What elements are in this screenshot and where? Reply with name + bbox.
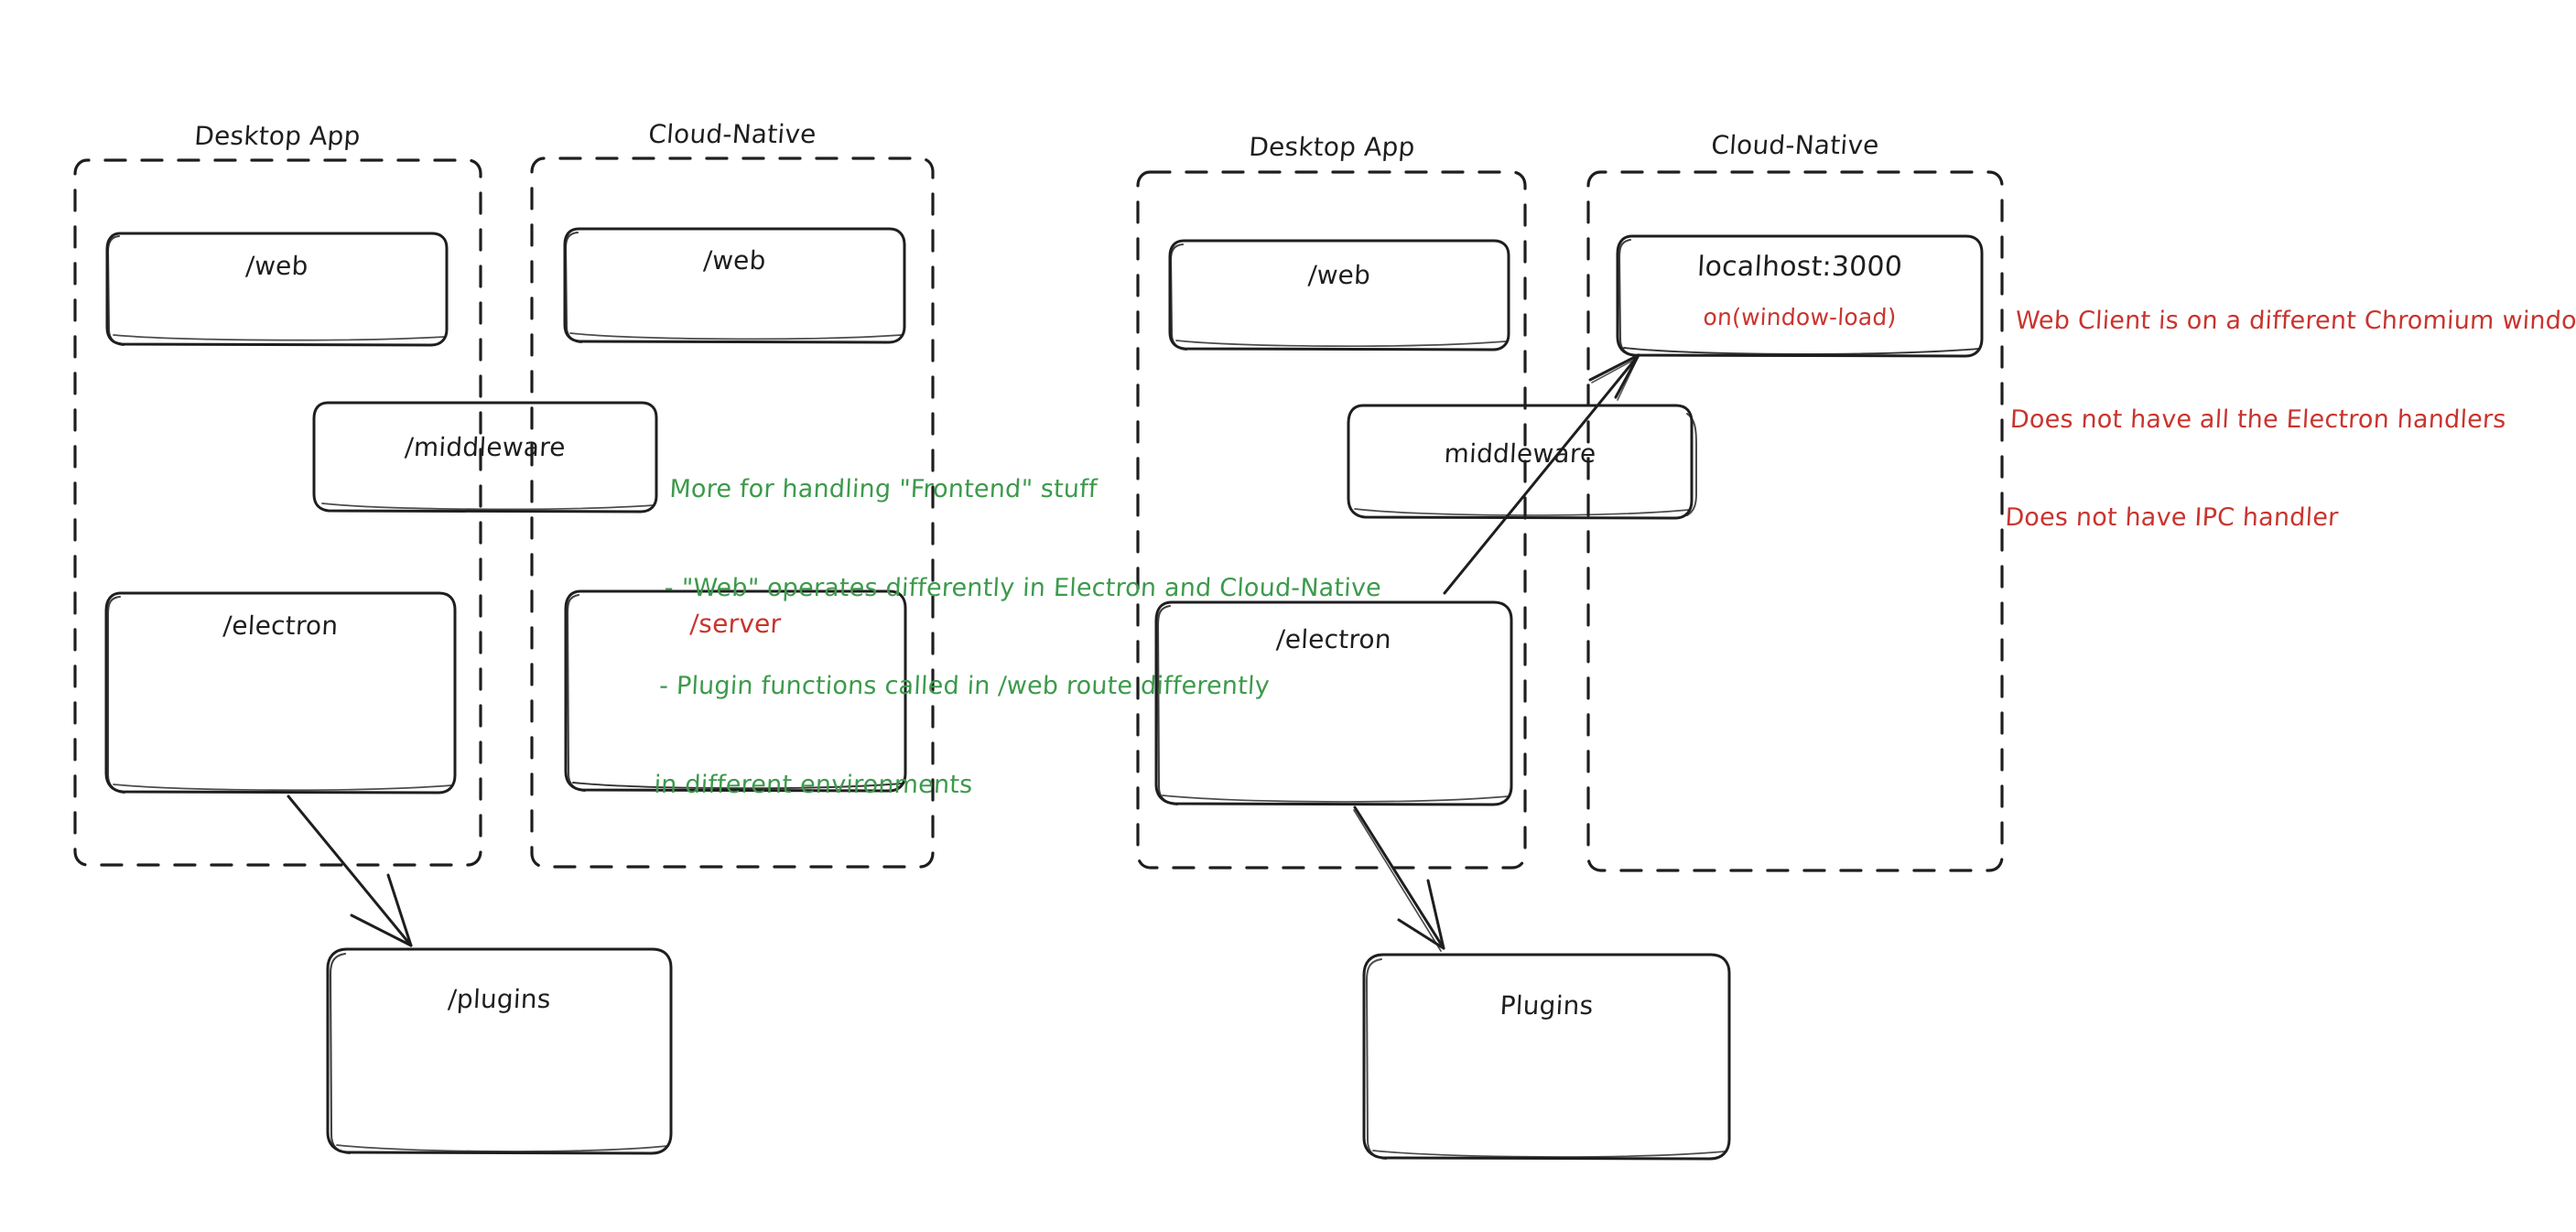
annotation-green-line-3: - Plugin functions called in /web route … [658,672,1271,701]
node-left-cloud-web [563,227,906,344]
node-label-right-desktop-web: /web [1307,260,1371,290]
node-label-right-middleware: middleware [1443,438,1597,469]
node-right-middleware [1347,404,1697,520]
node-left-electron [104,591,457,794]
edge-left-electron-to-plugins [287,794,413,947]
group-title-right-desktop-app: Desktop App [1248,132,1416,162]
node-label-right-plugins: Plugins [1499,990,1595,1021]
group-title-left-cloud-native: Cloud-Native [647,119,817,149]
node-left-plugins [326,947,673,1155]
group-left-cloud-native [530,157,935,869]
annotation-green-line-4: in different environments [653,770,974,799]
node-label-left-plugins: /plugins [447,984,552,1014]
node-right-electron [1154,600,1513,806]
annotation-red-line-2: Does not have all the Electron handlers [2009,405,2507,434]
node-left-middleware [312,401,658,513]
group-title-right-cloud-native: Cloud-Native [1710,130,1880,160]
node-left-server [564,589,907,793]
annotation-red-line-1: Web Client is on a different Chromium wi… [2014,306,2576,335]
group-left-desktop-app [73,158,482,867]
annotation-green-line-1: More for handling "Frontend" stuff [668,474,1099,503]
annotation-red-note: Web Client is on a different Chromium wi… [2001,239,2576,600]
node-right-plugins [1362,953,1731,1161]
group-title-left-desktop-app: Desktop App [193,121,362,151]
node-label-right-localhost: localhost:3000 [1696,251,1903,283]
edge-right-electron-to-plugins [1353,805,1445,952]
group-right-desktop-app [1136,170,1527,870]
group-right-cloud-native [1586,170,2004,872]
node-label-left-middleware: /middleware [404,432,567,462]
annotation-red-line-3: Does not have IPC handler [2004,503,2340,533]
node-label-left-cloud-web: /web [702,245,767,276]
node-left-desktop-web [105,232,449,347]
annotation-green-line-2: - "Web" operates differently in Electron… [664,573,1382,602]
node-right-desktop-web [1168,239,1510,351]
edge-right-electron-to-localhost [1443,353,1640,595]
node-label-right-electron: /electron [1275,624,1392,654]
node-label-left-electron: /electron [222,611,340,641]
node-right-localhost [1616,234,1984,358]
node-sublabel-right-localhost-on-window-load: on(window-load) [1702,304,1898,330]
node-label-left-desktop-web: /web [244,251,309,281]
